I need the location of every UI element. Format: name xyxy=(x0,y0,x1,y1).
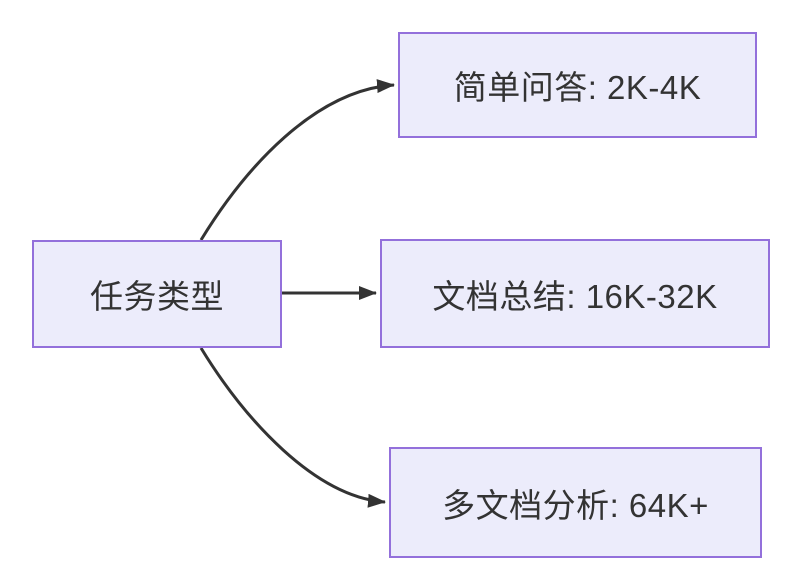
node-multi-doc: 多文档分析: 64K+ xyxy=(389,447,762,558)
edge-task-type-to-multi-doc xyxy=(199,347,386,508)
node-doc-summary: 文档总结: 16K-32K xyxy=(380,239,770,348)
node-task-type: 任务类型 xyxy=(32,240,282,348)
node-simple-qa: 简单问答: 2K-4K xyxy=(398,32,757,138)
node-simple-qa-label: 简单问答: 2K-4K xyxy=(453,69,702,106)
node-task-type-label: 任务类型 xyxy=(90,278,224,315)
edge-task-type-to-simple-qa xyxy=(199,79,395,241)
node-multi-doc-label: 多文档分析: 64K+ xyxy=(442,486,709,524)
node-doc-summary-label: 文档总结: 16K-32K xyxy=(432,277,718,315)
